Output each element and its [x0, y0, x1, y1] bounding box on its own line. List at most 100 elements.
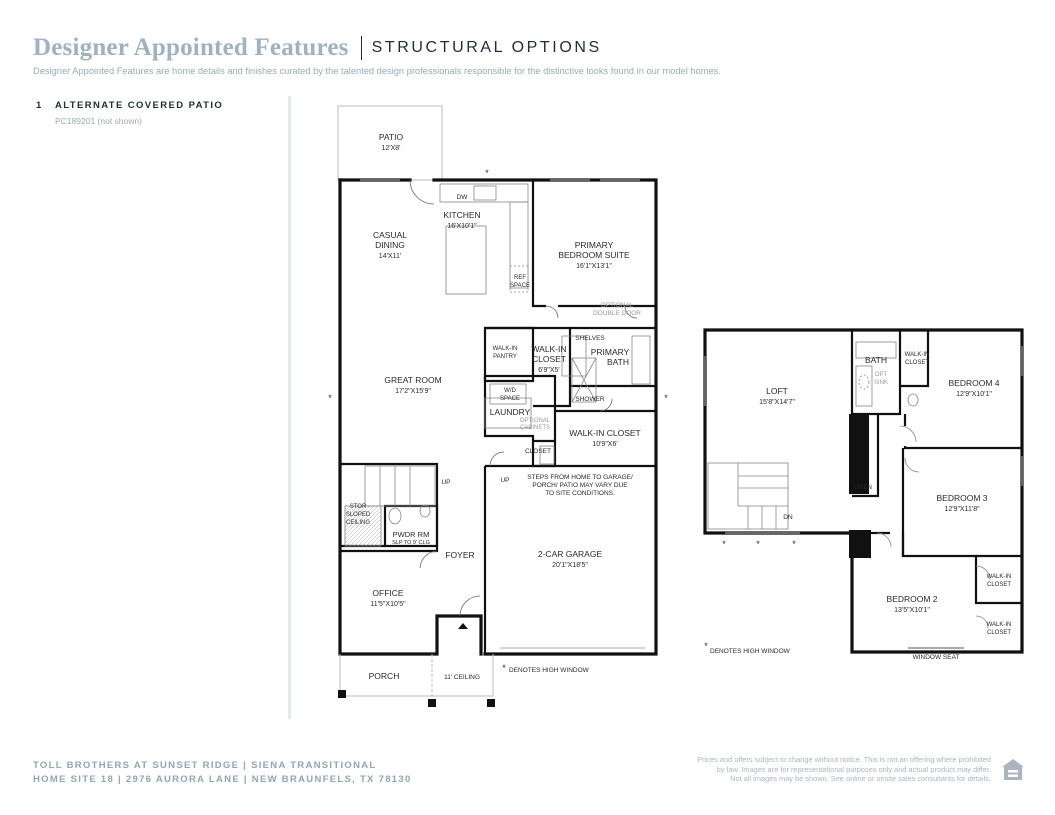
ff-wic1-l1: WALK-IN	[531, 344, 566, 354]
sf-legend-star: *	[704, 641, 708, 651]
legal-line-2: by law. Images are for representational …	[716, 764, 991, 774]
sf-loft-size: 15'8"X14'7"	[759, 399, 795, 406]
sf-bedroom3-size: 12'9"X11'8"	[944, 506, 980, 513]
header: Designer Appointed Features STRUCTURAL OP…	[33, 34, 602, 62]
ff-pantry-l2: PANTRY	[493, 354, 517, 360]
ff-pbath-l1: PRIMARY	[591, 347, 630, 357]
ff-wd-l2: SPACE	[500, 396, 520, 402]
sf-exterior-wall	[703, 328, 1024, 654]
ff-legend-star: *	[502, 663, 506, 673]
footer-community: TOLL BROTHERS AT SUNSET RIDGE | SIENA TR…	[33, 760, 377, 771]
ff-dining-l1: CASUAL	[373, 230, 407, 240]
first-floor-plan: PATIO 12'X8' DW KITCHEN 16'X10'1" CASUAL…	[328, 105, 668, 707]
sf-bedroom2-size: 13'5"X10'1"	[894, 607, 930, 614]
ff-exterior-wall-left	[338, 178, 483, 656]
ff-pwdr-note: SLP TO 9' CLG	[392, 540, 430, 546]
floor-plans: PATIO 12'X8' DW KITCHEN 16'X10'1" CASUAL…	[328, 105, 1024, 707]
vertical-divider	[288, 96, 291, 719]
sf-bath: BATH	[865, 355, 887, 365]
sf-wic-a-l2: CLOSET	[905, 360, 929, 366]
ff-ref-l1: REF	[514, 275, 526, 281]
option-code: PC189201 (not shown)	[55, 116, 142, 126]
ff-shower: SHOWER	[575, 396, 605, 403]
sf-wic-a-l1: WALK-IN	[905, 352, 930, 358]
sf-bedroom4-size: 12'9"X10'1"	[956, 391, 992, 398]
ff-steps-l2: PORCH/ PATIO MAY VARY DUE	[532, 482, 628, 489]
ff-stor-l3: CEILING	[346, 520, 370, 526]
ff-dining-l2: DINING	[375, 240, 405, 250]
sf-opt-sink-l1: OPT	[875, 372, 888, 378]
ff-foyer: FOYER	[445, 550, 474, 560]
equal-housing-opportunity-icon	[1002, 759, 1024, 780]
ff-dining-size: 14'X11'	[379, 253, 401, 260]
ff-up2: UP	[500, 477, 509, 484]
ff-shelves: SHELVES	[575, 335, 605, 342]
ff-pwdr-name: PWDR RM	[393, 530, 430, 539]
sf-linen: LINEN	[854, 485, 872, 491]
page-subtitle: Designer Appointed Features are home det…	[33, 66, 721, 76]
title-divider	[360, 36, 362, 60]
ff-closet: CLOSET	[525, 448, 551, 455]
ff-high-window-star-left: *	[328, 393, 332, 403]
ff-steps-l1: STEPS FROM HOME TO GARAGE/	[527, 474, 633, 481]
ff-kitchen-name: KITCHEN	[443, 210, 480, 220]
ff-wic2-name: WALK-IN CLOSET	[569, 428, 640, 438]
ff-stor-l1: STOR	[350, 504, 367, 510]
sf-wic-c-l1: WALK-IN	[987, 622, 1012, 628]
option-name: ALTERNATE COVERED PATIO	[55, 100, 224, 111]
ff-garage-name: 2-CAR GARAGE	[538, 549, 603, 559]
ff-up1: UP	[441, 479, 450, 486]
ff-pbath-l2: BATH	[607, 357, 629, 367]
sf-bedroom2-name: BEDROOM 2	[886, 594, 937, 604]
sf-wic-b-l2: CLOSET	[987, 582, 1011, 588]
ff-ref-l2: SPACE	[510, 283, 530, 289]
legal-disclaimer: Prices and offers subject to change with…	[651, 755, 991, 784]
ff-wic1-l2: CLOSET	[532, 354, 566, 364]
ff-steps-l3: TO SITE CONDITIONS.	[545, 490, 615, 497]
ff-legend-text: DENOTES HIGH WINDOW	[509, 667, 590, 674]
ff-ceiling: 11' CEILING	[444, 674, 480, 681]
ff-wd-l1: W/D	[504, 388, 516, 394]
ff-dw: DW	[457, 194, 469, 201]
sf-loft-name: LOFT	[766, 386, 788, 396]
ff-office-name: OFFICE	[372, 588, 403, 598]
legal-line-1: Prices and offers subject to change with…	[697, 755, 991, 764]
ff-opt-cab-l2: CABINETS	[520, 425, 550, 431]
sf-wic-b-l1: WALK-IN	[987, 574, 1012, 580]
patio-outline	[337, 105, 443, 181]
ff-kitchen-size: 16'X10'1"	[447, 223, 477, 230]
sf-window-seat: WINDOW SEAT	[913, 654, 960, 661]
ff-high-window-star-top: *	[485, 168, 489, 178]
ff-pantry-l1: WALK-IN	[493, 346, 518, 352]
ff-great-room-size: 17'2"X15'9"	[395, 388, 431, 395]
sf-opt-sink-l2: SINK	[874, 380, 888, 386]
sf-high-window-star-2: *	[756, 539, 760, 549]
ff-primary-size: 16'1"X13'1"	[576, 263, 612, 270]
ff-stor-l2: SLOPED	[346, 512, 371, 518]
footer-address: HOME SITE 18 | 2976 AURORA LANE | NEW BR…	[33, 774, 412, 785]
sf-high-window-star-1: *	[722, 539, 726, 549]
page-title: Designer Appointed Features	[33, 34, 349, 61]
second-floor-plan: LOFT 15'8"X14'7" BATH OPT SINK WALK-IN C…	[703, 328, 1024, 661]
sf-dn: DN	[783, 514, 793, 521]
ff-primary-l2: BEDROOM SUITE	[558, 250, 630, 260]
option-heading: 1 ALTERNATE COVERED PATIO	[36, 100, 223, 111]
sf-high-window-star-3: *	[792, 539, 796, 549]
ff-optional-door-l2: DOUBLE DOOR	[593, 310, 641, 317]
legal-line-3: Not all images may be shown. See online …	[730, 774, 991, 783]
ff-wic1-size: 6'9"X5'	[538, 367, 560, 374]
ff-office-size: 11'5"X10'5"	[370, 601, 406, 608]
sf-legend-text: DENOTES HIGH WINDOW	[710, 648, 791, 655]
ff-wic2-size: 10'9"X6'	[592, 441, 617, 448]
ff-opt-cab-l1: OPTIONAL	[520, 418, 551, 424]
ff-patio-size: 12'X8'	[381, 145, 400, 152]
sf-bedroom3-name: BEDROOM 3	[936, 493, 987, 503]
ff-optional-door-l1: OPTIONAL	[601, 302, 634, 309]
ff-high-window-star-right: *	[664, 393, 668, 403]
ff-great-room-name: GREAT ROOM	[384, 375, 441, 385]
section-title: STRUCTURAL OPTIONS	[371, 39, 602, 56]
ff-garage-size: 20'1"X18'5"	[552, 562, 588, 569]
ff-porch: PORCH	[369, 671, 400, 681]
option-number: 1	[36, 100, 43, 111]
ff-laundry: LAUNDRY	[490, 407, 531, 417]
